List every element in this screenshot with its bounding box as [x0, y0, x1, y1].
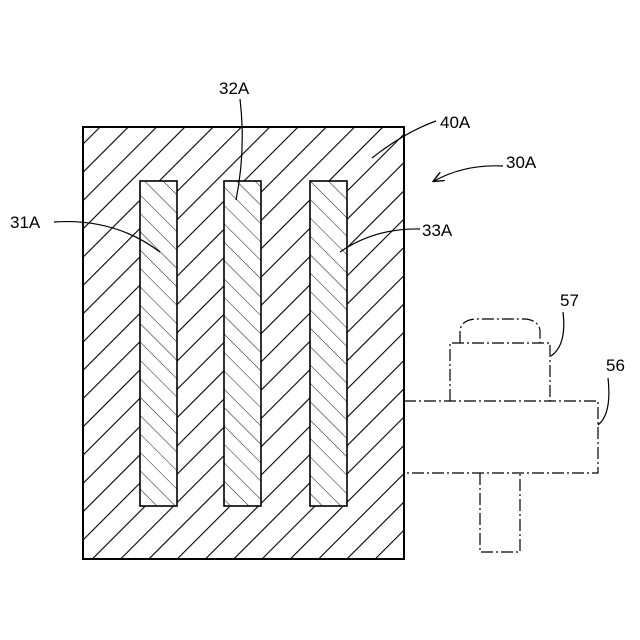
label-33a: 33A	[422, 221, 453, 240]
label-57: 57	[560, 291, 579, 310]
label-32a: 32A	[219, 79, 250, 98]
arrow-30a	[434, 166, 503, 181]
leader-57	[551, 312, 564, 356]
shaft	[480, 473, 520, 552]
label-30a: 30A	[506, 153, 537, 172]
leader-56	[598, 378, 609, 425]
component-57	[450, 319, 550, 401]
label-40a: 40A	[440, 113, 471, 132]
label-31a: 31A	[10, 213, 41, 232]
label-56: 56	[606, 356, 625, 375]
component-56	[404, 401, 598, 473]
